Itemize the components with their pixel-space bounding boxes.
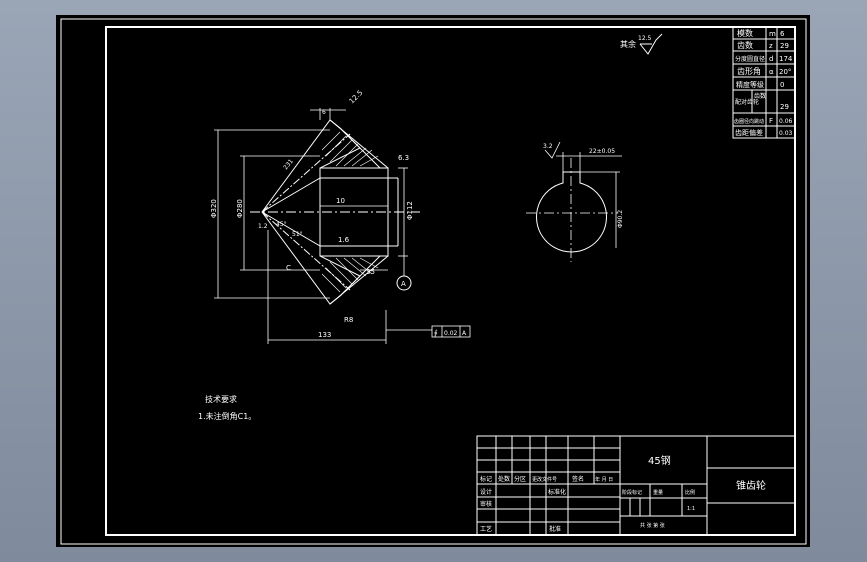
param-label-7: 齿距偏差 xyxy=(735,128,763,137)
tb-weight: 重量 xyxy=(653,489,663,496)
parameter-text: 模数 m 6 齿数 z 29 分度圆直径 d 174 齿形角 α 20° 精度等… xyxy=(734,28,793,137)
dim-radius: R8 xyxy=(344,316,353,324)
other-roughness-value: 12.5 xyxy=(638,35,652,42)
dimension-lines xyxy=(214,108,432,344)
datum-a-icon xyxy=(396,275,412,291)
dim-angle-1: 45° xyxy=(276,221,287,228)
tolerance-symbol: ∮ xyxy=(434,329,438,337)
other-roughness-label: 其余 xyxy=(620,39,636,49)
param-label-6: 齿圈径向跳动 xyxy=(734,118,764,125)
param-label-0: 模数 xyxy=(737,28,753,38)
notes-item-1: 1.未注倒角C1。 xyxy=(198,411,256,421)
param-val-6: 0.06 xyxy=(779,118,793,125)
tb-zone: 分区 xyxy=(514,475,526,483)
dim-width: 133 xyxy=(318,331,331,339)
dim-gap: 6 xyxy=(322,109,326,116)
keyway-view xyxy=(526,141,622,262)
param-val-5: 29 xyxy=(780,103,789,111)
param-sym-3: α xyxy=(769,68,774,76)
key-roughness: 3.2 xyxy=(543,143,553,150)
material-label: 45钢 xyxy=(648,454,671,467)
key-depth-dim: Φ90.2 xyxy=(617,210,624,228)
tb-count: 处数 xyxy=(498,475,510,483)
param-label-1: 齿数 xyxy=(737,40,753,50)
param-label-2: 分度圆直径 xyxy=(735,55,765,63)
dim-face: 35 xyxy=(366,268,375,276)
title-block xyxy=(476,435,796,536)
param-label-4: 精度等级 xyxy=(736,80,764,89)
param-val-3: 20° xyxy=(779,68,791,76)
param-sym-1: z xyxy=(769,42,773,50)
param-val-7: 0.03 xyxy=(779,130,793,137)
dim-mid-diameter: Φ280 xyxy=(236,199,244,218)
param-label-5: 配对齿轮 xyxy=(735,98,759,106)
tb-check: 审核 xyxy=(480,500,492,508)
tolerance-ref: A xyxy=(462,330,467,337)
dim-bore-length: 10 xyxy=(336,197,345,205)
tb-design: 设计 xyxy=(480,488,492,496)
datum-a-label: A xyxy=(401,280,406,288)
param-val-1: 29 xyxy=(780,42,789,50)
param-val-0: 6 xyxy=(780,30,785,38)
mark-c: C xyxy=(286,264,291,272)
dim-roughness-tip: 6.3 xyxy=(398,154,409,162)
dim-angle-3: 1.2 xyxy=(258,223,268,230)
dim-angle-2: 51° xyxy=(292,231,303,238)
param-val-4: 0 xyxy=(780,81,784,89)
dim-roughness-small: 1.6 xyxy=(338,236,350,244)
inner-border xyxy=(105,26,796,536)
tb-scale-value: 1:1 xyxy=(687,506,695,512)
dim-bore-diameter: Φ112 xyxy=(406,201,414,220)
tb-date: 年 月 日 xyxy=(595,476,613,483)
outer-frame xyxy=(60,18,807,545)
tb-process: 工艺 xyxy=(480,525,492,533)
param-sym-6: F xyxy=(769,117,773,125)
roughness-symbol-icon xyxy=(639,33,663,55)
param-label-3: 齿形角 xyxy=(737,66,761,76)
parameter-table xyxy=(732,26,796,139)
tb-standard: 标准化 xyxy=(548,488,566,496)
tolerance-value: 0.02 xyxy=(444,330,458,337)
tolerance-frame: ∮ 0.02 A xyxy=(431,325,471,338)
tb-stage: 阶段标记 xyxy=(622,489,642,496)
dim-outer-diameter: Φ320 xyxy=(210,199,218,218)
notes-title: 技术要求 xyxy=(205,394,237,404)
key-width-dim: 22±0.05 xyxy=(589,148,615,155)
tb-sheet: 共 张 第 张 xyxy=(640,522,665,529)
bore-circle xyxy=(536,171,607,253)
hatch-pattern xyxy=(321,131,379,293)
param-sym-5: 齿数 xyxy=(754,92,766,100)
param-sym-2: d xyxy=(769,55,773,63)
tb-sign: 签名 xyxy=(572,475,584,483)
part-name: 锥齿轮 xyxy=(736,479,766,492)
param-sym-0: m xyxy=(769,30,776,38)
tb-scale: 比例 xyxy=(685,489,695,496)
tb-mark: 标记 xyxy=(480,475,492,483)
param-val-2: 174 xyxy=(779,55,793,63)
paper-background xyxy=(56,15,810,547)
hub-outline xyxy=(319,167,389,257)
tb-approve: 批准 xyxy=(549,525,561,533)
tb-change: 更改文件号 xyxy=(532,476,557,483)
title-block-text: 45钢 锥齿轮 标记 处数 分区 更改文件号 签名 年 月 日 设计 标准化 审… xyxy=(480,454,766,533)
